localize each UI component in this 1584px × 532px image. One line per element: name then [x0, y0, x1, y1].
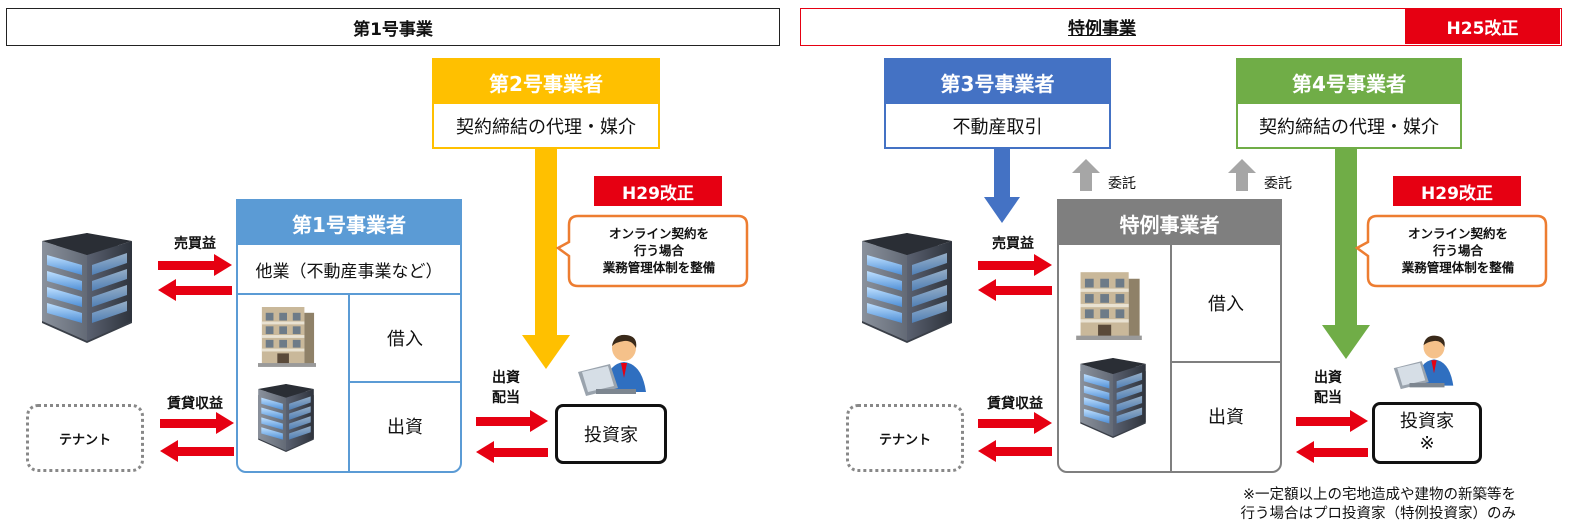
- person-at-laptop-icon: [576, 334, 656, 396]
- entrust-label-1: 委託: [1108, 176, 1136, 192]
- apartment-icon: [1076, 270, 1142, 340]
- left-callout-line-3: 業務管理体制を整備: [602, 259, 716, 275]
- operator-2-down-arrow: [522, 149, 570, 369]
- apartment-icon: [258, 305, 316, 367]
- right-invest-arrows: [1296, 410, 1368, 463]
- operator-4-down-arrow: [1322, 149, 1370, 359]
- right-tenant-box: テナント: [846, 404, 964, 472]
- left-callout-text: オンライン契約を 行う場合 業務管理体制を整備: [572, 218, 746, 282]
- entrust-up-arrow-2: [1228, 159, 1256, 191]
- left-section-header: 第1号事業: [6, 8, 780, 46]
- right-rent-arrows: [978, 412, 1052, 462]
- right-investor-mark: ※: [1419, 433, 1435, 454]
- operator-2-body: 契約締結の代理・媒介: [434, 104, 658, 147]
- special-operator-capital-cell: 出資: [1208, 407, 1244, 428]
- operator-1-asset-cell: [238, 295, 350, 471]
- office-building-icon: [258, 384, 314, 452]
- operator-4-title: 第4号事業者: [1238, 60, 1460, 104]
- left-invest-label-1: 出資: [492, 370, 520, 386]
- left-profit-label: 売買益: [174, 236, 216, 252]
- right-callout-bubble-shape: [1355, 214, 1548, 288]
- right-footnote: ※一定額以上の宅地造成や建物の新築等を 行う場合はプロ投資家（特例投資家）のみ: [1080, 486, 1517, 524]
- left-invest-label-2: 配当: [492, 390, 520, 406]
- entrust-label-2: 委託: [1264, 176, 1292, 192]
- right-rent-label: 賃貸収益: [987, 396, 1043, 412]
- operator-1-capital-cell: 出資: [387, 417, 423, 438]
- operator-3-down-arrow: [984, 149, 1020, 223]
- left-rent-arrows: [160, 412, 234, 462]
- right-header-amendment-tag: H25改正: [1405, 9, 1560, 44]
- right-footnote-line-2: 行う場合はプロ投資家（特例投資家）のみ: [1240, 506, 1517, 522]
- right-footnote-line-1: ※一定額以上の宅地造成や建物の新築等を: [1242, 487, 1516, 503]
- office-building-icon: [1080, 358, 1146, 438]
- left-profit-arrows: [158, 254, 232, 301]
- left-invest-label: 出資 配当: [476, 368, 536, 408]
- office-building-icon: [42, 232, 132, 344]
- operator-2-box: 第2号事業者 契約締結の代理・媒介: [432, 58, 660, 149]
- special-operator-loan-cell: 借入: [1172, 245, 1280, 363]
- entrust-up-arrow-1: [1072, 159, 1100, 191]
- special-operator-title: 特例事業者: [1059, 201, 1280, 245]
- left-tenant-box: テナント: [26, 404, 144, 472]
- right-amendment-tag: H29改正: [1393, 176, 1521, 206]
- left-invest-arrows: [476, 410, 548, 463]
- right-investor-box: 投資家 ※: [1372, 402, 1482, 464]
- right-callout-text: オンライン契約を 行う場合 業務管理体制を整備: [1371, 218, 1545, 282]
- operator-3-title: 第3号事業者: [886, 60, 1109, 104]
- special-operator-asset-cell: [1059, 245, 1172, 471]
- left-rent-label: 賃貸収益: [167, 396, 223, 412]
- operator-2-title: 第2号事業者: [434, 60, 658, 104]
- operator-1-title: 第1号事業者: [238, 201, 460, 245]
- right-invest-label-2: 配当: [1314, 390, 1342, 406]
- right-callout-line-3: 業務管理体制を整備: [1401, 259, 1515, 275]
- person-at-laptop-icon: [1392, 334, 1462, 390]
- left-investor-box: 投資家: [555, 404, 667, 464]
- operator-3-body: 不動産取引: [886, 104, 1109, 147]
- right-callout-line-2: 行う場合: [1432, 242, 1483, 258]
- left-callout-line-2: 行う場合: [633, 242, 684, 258]
- right-profit-label: 売買益: [992, 236, 1034, 252]
- office-building-icon: [862, 232, 952, 344]
- operator-3-box: 第3号事業者 不動産取引: [884, 58, 1111, 149]
- operator-1-loan-cell: 借入: [350, 295, 460, 383]
- right-callout-line-1: オンライン契約を: [1407, 225, 1508, 241]
- left-callout-bubble-shape: [556, 214, 749, 288]
- left-amendment-tag: H29改正: [594, 176, 722, 206]
- right-invest-label-1: 出資: [1314, 370, 1342, 386]
- right-section-header: 特例事業 H25改正: [800, 8, 1562, 46]
- operator-4-box: 第4号事業者 契約締結の代理・媒介: [1236, 58, 1462, 149]
- right-section-title: 特例事業: [1068, 19, 1136, 39]
- operator-4-body: 契約締結の代理・媒介: [1238, 104, 1460, 147]
- right-invest-label: 出資 配当: [1298, 368, 1358, 408]
- left-section-title: 第1号事業: [353, 19, 433, 40]
- operator-1-other-business: 他業（不動産事業など）: [238, 245, 460, 295]
- right-profit-arrows: [978, 254, 1052, 301]
- right-investor-label: 投資家: [1400, 411, 1454, 432]
- left-callout-line-1: オンライン契約を: [608, 225, 709, 241]
